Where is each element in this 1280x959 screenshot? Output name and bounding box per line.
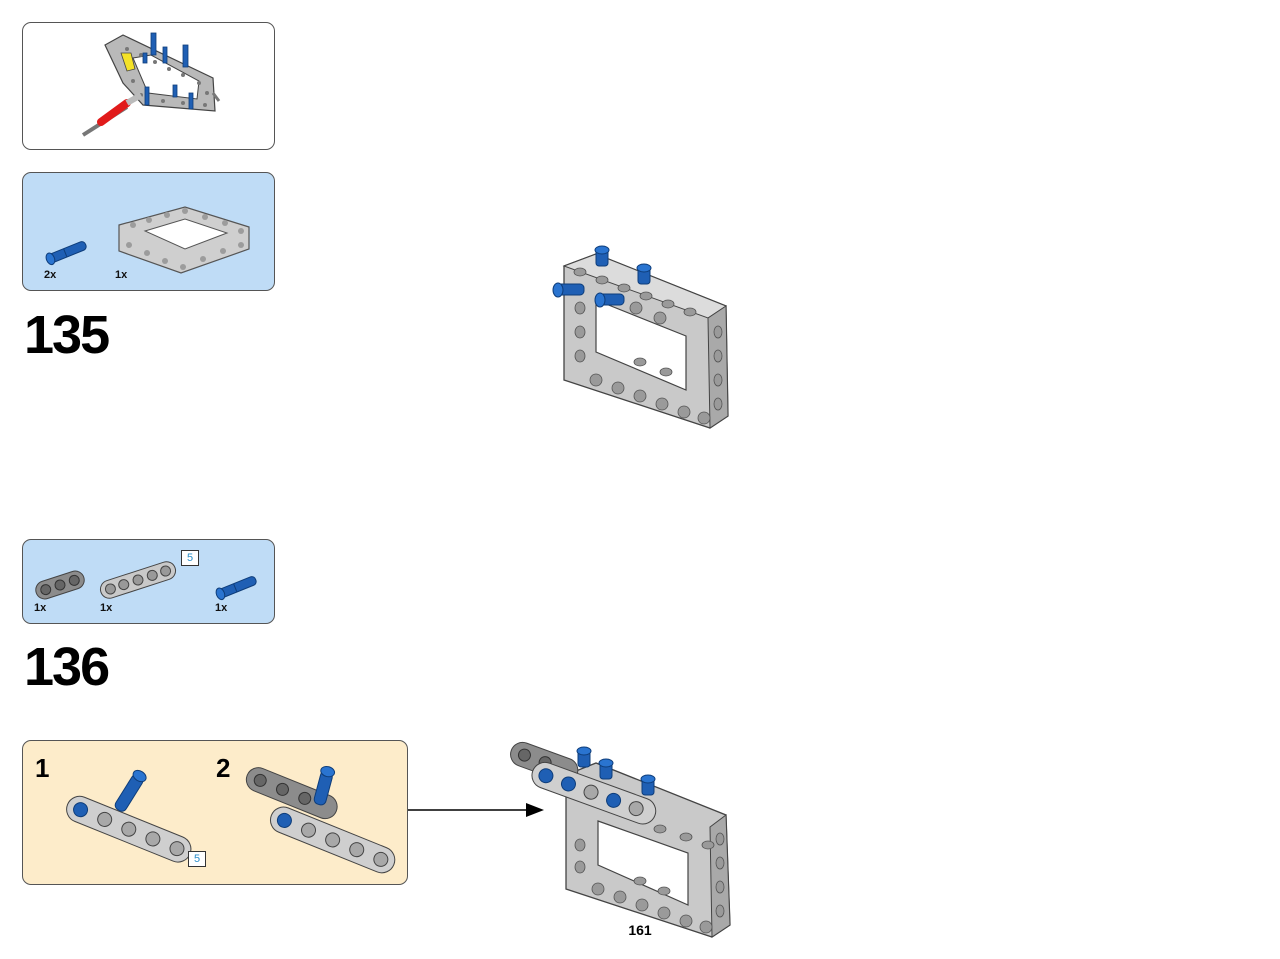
- light-gray-beam-5-icon: [99, 561, 177, 599]
- assembly-overview-illustration: [81, 32, 221, 137]
- substep-1-illustration: [66, 769, 192, 863]
- length-indicator-badge: 5: [188, 851, 206, 867]
- step-number-135: 135: [24, 305, 110, 365]
- substep-2-illustration: [245, 765, 396, 874]
- sub-assembly-panel: 1 5 2: [22, 740, 408, 885]
- part-quantity: 2x: [44, 269, 57, 281]
- page-number: 161: [628, 922, 652, 938]
- blue-pin-icon: [45, 241, 87, 266]
- step-135-assembly-illustration: [552, 245, 729, 429]
- arrow-right-icon: [408, 803, 544, 817]
- assembly-overview-panel: [22, 22, 275, 150]
- substep-number-2: 2: [216, 753, 231, 783]
- dark-gray-beam-3-icon: [35, 570, 85, 600]
- parts-list-step-135: 2x 1x: [22, 172, 275, 291]
- parts-list-step-136: 1x 1x 5 1x: [22, 539, 275, 624]
- step-number-136: 136: [24, 637, 110, 697]
- length-indicator-badge: 5: [181, 550, 199, 566]
- blue-pin-icon: [215, 576, 257, 601]
- part-quantity: 1x: [215, 602, 228, 614]
- part-quantity: 1x: [115, 269, 128, 281]
- part-quantity: 1x: [34, 602, 47, 614]
- substep-number-1: 1: [35, 753, 50, 783]
- open-frame-5x7-icon: [118, 206, 250, 274]
- part-quantity: 1x: [100, 602, 113, 614]
- step-136-assembly-illustration: [510, 741, 731, 938]
